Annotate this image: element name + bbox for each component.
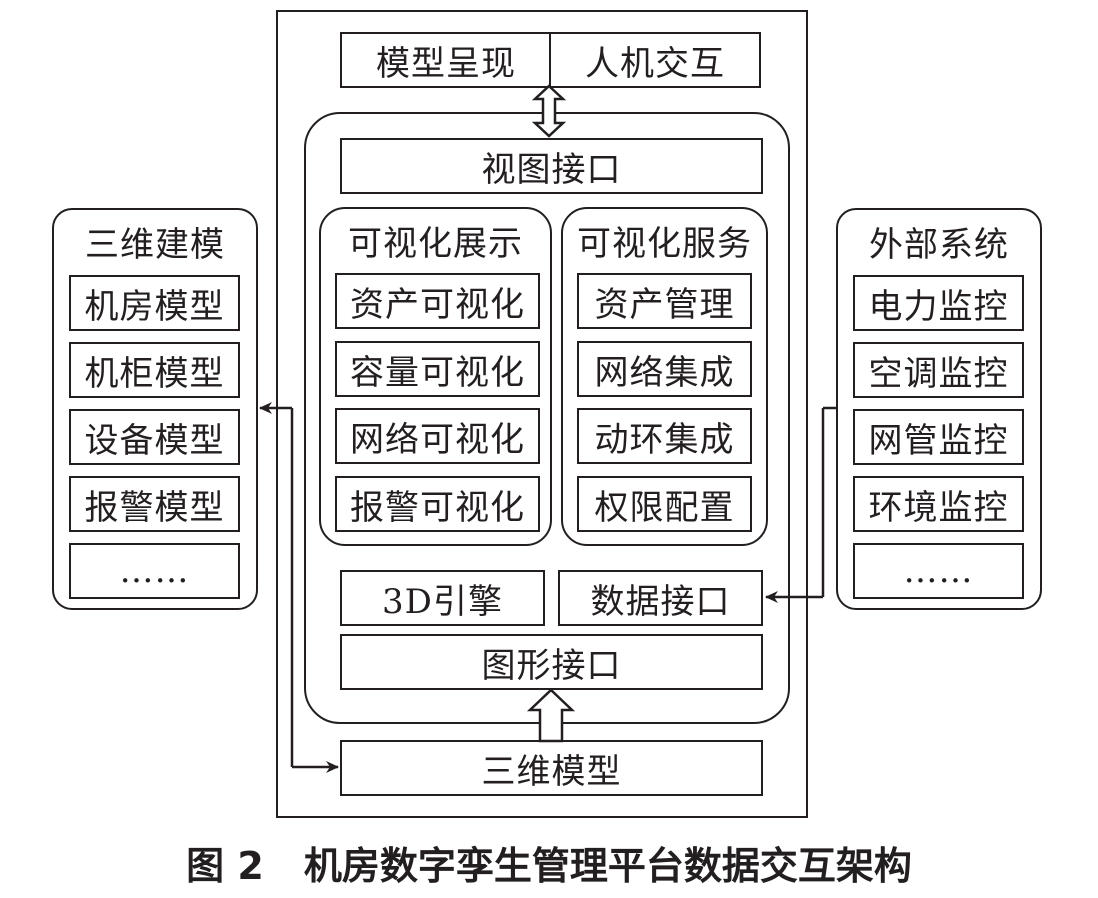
device-model-label: 设备模型	[84, 420, 225, 461]
network-monitoring-label: 网管监控	[868, 420, 1009, 461]
human-computer-interaction-label: 人机交互	[585, 43, 725, 84]
network-integration-label: 网络集成	[594, 352, 735, 393]
view-interface-box: 视图接口	[340, 138, 763, 194]
data-interface-label: 数据接口	[590, 581, 731, 622]
alarm-model-box: 报警模型	[69, 476, 240, 532]
model-presentation-label: 模型呈现	[376, 43, 516, 84]
graphics-interface-label: 图形接口	[481, 645, 622, 686]
environment-integration-box: 动环集成	[577, 408, 752, 464]
ac-monitoring-box: 空调监控	[853, 342, 1024, 398]
model-3d-box: 三维模型	[340, 740, 763, 796]
capacity-visualization-box: 容量可视化	[335, 341, 540, 397]
alarm-model-label: 报警模型	[84, 487, 225, 528]
cabinet-model-box: 机柜模型	[69, 342, 240, 398]
engine-3d-box: 3D引擎	[340, 570, 545, 626]
modeling-more-box: ……	[69, 543, 240, 599]
capacity-visualization-label: 容量可视化	[350, 352, 525, 393]
model-presentation-box: 模型呈现	[340, 32, 552, 88]
alarm-visualization-box: 报警可视化	[335, 476, 540, 532]
environment-integration-label: 动环集成	[594, 419, 735, 460]
visual-service-group	[561, 207, 768, 546]
cabinet-model-label: 机柜模型	[84, 353, 225, 394]
external-more-label: ……	[903, 551, 974, 591]
environment-monitoring-label: 环境监控	[868, 487, 1009, 528]
network-integration-box: 网络集成	[577, 341, 752, 397]
device-model-box: 设备模型	[69, 409, 240, 465]
asset-management-box: 资产管理	[577, 273, 752, 329]
environment-monitoring-box: 环境监控	[853, 476, 1024, 532]
ac-monitoring-label: 空调监控	[868, 353, 1009, 394]
engine-3d-label: 3D引擎	[382, 581, 503, 622]
data-interface-box: 数据接口	[558, 570, 763, 626]
permission-config-box: 权限配置	[577, 476, 752, 532]
power-monitoring-label: 电力监控	[868, 286, 1009, 327]
figure-title: 机房数字孪生管理平台数据交互架构	[303, 843, 912, 888]
external-systems-title: 外部系统	[869, 224, 1009, 265]
visual-display-group	[319, 207, 552, 546]
model-up-arrow	[526, 688, 576, 743]
interaction-double-arrow	[531, 84, 567, 138]
figure-number: 图 2	[186, 843, 264, 888]
asset-management-label: 资产管理	[594, 284, 735, 325]
modeling-more-label: ……	[119, 551, 190, 591]
visual-service-title: 可视化服务	[577, 223, 752, 264]
room-model-box: 机房模型	[69, 275, 240, 331]
figure-caption: 图 2 机房数字孪生管理平台数据交互架构	[0, 832, 1098, 892]
network-visualization-box: 网络可视化	[335, 408, 540, 464]
asset-visualization-label: 资产可视化	[350, 284, 525, 325]
alarm-visualization-label: 报警可视化	[350, 487, 525, 528]
view-interface-label: 视图接口	[481, 149, 622, 190]
modeling-title: 三维建模	[85, 224, 225, 265]
power-monitoring-box: 电力监控	[853, 275, 1024, 331]
modeling-group	[52, 208, 258, 610]
model-3d-label: 三维模型	[481, 751, 622, 792]
permission-config-label: 权限配置	[594, 487, 735, 528]
asset-visualization-box: 资产可视化	[335, 273, 540, 329]
visual-display-title: 可视化展示	[348, 223, 523, 264]
human-computer-interaction-box: 人机交互	[549, 32, 761, 88]
network-visualization-label: 网络可视化	[350, 419, 525, 460]
external-systems-group	[836, 208, 1042, 610]
room-model-label: 机房模型	[84, 286, 225, 327]
external-more-box: ……	[853, 543, 1024, 599]
network-monitoring-box: 网管监控	[853, 409, 1024, 465]
